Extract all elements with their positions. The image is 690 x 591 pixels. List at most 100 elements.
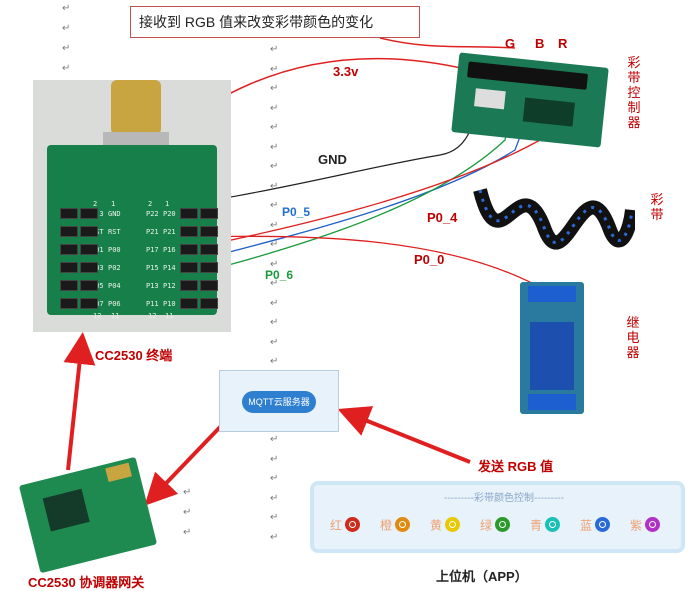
label-p0-0: P0_0: [414, 252, 445, 267]
header-number: 12: [148, 312, 157, 320]
header-number: 1: [165, 200, 170, 208]
gateway-antenna: [105, 462, 132, 483]
pin-label: P00: [108, 246, 121, 254]
header-pin: [60, 208, 78, 219]
paragraph-mark: ↵: [270, 64, 279, 75]
paragraph-mark: ↵: [270, 142, 279, 153]
vertical-char: 带: [627, 70, 641, 85]
header-number: 11: [111, 312, 120, 320]
arrow-cloud-to-gateway: [144, 423, 224, 506]
pin-label: P20: [163, 210, 176, 218]
header-number: 2: [148, 200, 153, 208]
pin-label: P21: [163, 228, 176, 236]
header-pin: [80, 262, 98, 273]
paragraph-mark: ↵: [270, 161, 279, 172]
header-pin: [200, 208, 218, 219]
color-button-label: 橙: [380, 518, 393, 533]
app-color-control-panel: ---------彩带颜色控制--------- 红橙黄绿青蓝紫: [310, 481, 685, 553]
pin-label: P14: [163, 264, 176, 272]
relay-label: 继电器: [626, 315, 640, 360]
cloud-label: MQTT云服务器: [242, 391, 316, 413]
controller-header: [467, 61, 589, 90]
power-icon[interactable]: [395, 517, 411, 533]
color-button-1[interactable]: 橙: [380, 516, 411, 536]
vertical-char: 彩: [627, 55, 641, 70]
header-pin: [80, 208, 98, 219]
controller-chip: [474, 88, 506, 110]
wire-callout-to-gbr: [379, 37, 516, 49]
label-gnd: GND: [318, 152, 347, 167]
paragraph-mark: ↵: [270, 356, 279, 367]
pin-label-b: B: [535, 36, 545, 51]
relay-terminal-bottom: [528, 394, 576, 410]
gateway-caption: CC2530 协调器网关: [28, 575, 145, 590]
color-button-0[interactable]: 红: [330, 516, 361, 536]
header-pin: [80, 244, 98, 255]
header-pin: [80, 280, 98, 291]
label-p0-6: P0_6: [265, 268, 294, 282]
pin-label: P13: [146, 282, 159, 290]
header-pin: [200, 226, 218, 237]
controller-transistors: [522, 97, 575, 127]
mqtt-cloud-server: MQTT云服务器: [219, 370, 339, 432]
paragraph-mark: ↵: [270, 337, 279, 348]
vertical-char: 控: [627, 85, 641, 100]
terminal-caption: CC2530 终端: [95, 348, 173, 363]
header-pin: [60, 262, 78, 273]
header-pin: [80, 298, 98, 309]
header-number: 1: [111, 200, 116, 208]
pin-label: P21: [146, 228, 159, 236]
header-pin: [60, 226, 78, 237]
color-button-3[interactable]: 绿: [480, 516, 511, 536]
header-pin: [200, 244, 218, 255]
controller-label: 彩带控制器: [627, 55, 641, 130]
antenna-base: [103, 132, 169, 148]
pin-label: P17: [146, 246, 159, 254]
strip-controller-board: [451, 52, 609, 148]
relay-module: [520, 282, 584, 414]
header-pin: [180, 208, 198, 219]
pin-label-g: G: [505, 36, 516, 51]
power-icon[interactable]: [545, 517, 561, 533]
paragraph-mark: ↵: [270, 454, 279, 465]
paragraph-mark: ↵: [270, 298, 279, 309]
gateway-chip: [42, 488, 90, 532]
power-icon[interactable]: [345, 517, 361, 533]
pin-label: P06: [108, 300, 121, 308]
color-button-5[interactable]: 蓝: [580, 516, 611, 536]
paragraph-mark: ↵: [270, 473, 279, 484]
color-button-6[interactable]: 紫: [630, 516, 661, 536]
power-icon[interactable]: [445, 517, 461, 533]
led-strip: [473, 188, 635, 250]
color-button-2[interactable]: 黄: [430, 516, 461, 536]
vertical-char: 继: [626, 315, 640, 330]
vertical-char: 电: [626, 330, 640, 345]
header-number: 2: [93, 200, 98, 208]
label-p0-5: P0_5: [282, 205, 311, 219]
paragraph-mark: ↵: [183, 507, 192, 518]
strip-label: 彩带: [650, 192, 664, 222]
app-caption: 上位机（APP）: [436, 569, 528, 584]
power-icon[interactable]: [645, 517, 661, 533]
header-pin: [180, 280, 198, 291]
paragraph-mark: ↵: [270, 239, 279, 250]
power-icon[interactable]: [595, 517, 611, 533]
header-pin: [180, 244, 198, 255]
paragraph-mark: ↵: [270, 259, 279, 270]
paragraph-mark: ↵: [270, 220, 279, 231]
color-button-label: 蓝: [580, 518, 593, 533]
pin-label: P15: [146, 264, 159, 272]
pin-label: P02: [108, 264, 121, 272]
send-rgb-label: 发送 RGB 值: [478, 459, 554, 474]
power-icon[interactable]: [495, 517, 511, 533]
paragraph-mark: ↵: [270, 200, 279, 211]
pin-label: P12: [163, 282, 176, 290]
pin-label: P04: [108, 282, 121, 290]
pin-label-r: R: [558, 36, 568, 51]
color-button-4[interactable]: 青: [530, 516, 561, 536]
paragraph-mark: ↵: [270, 532, 279, 543]
callout-box: 接收到 RGB 值来改变彩带颜色的变化: [130, 6, 420, 38]
vertical-char: 制: [627, 100, 641, 115]
header-pin: [180, 262, 198, 273]
header-pin: [200, 298, 218, 309]
